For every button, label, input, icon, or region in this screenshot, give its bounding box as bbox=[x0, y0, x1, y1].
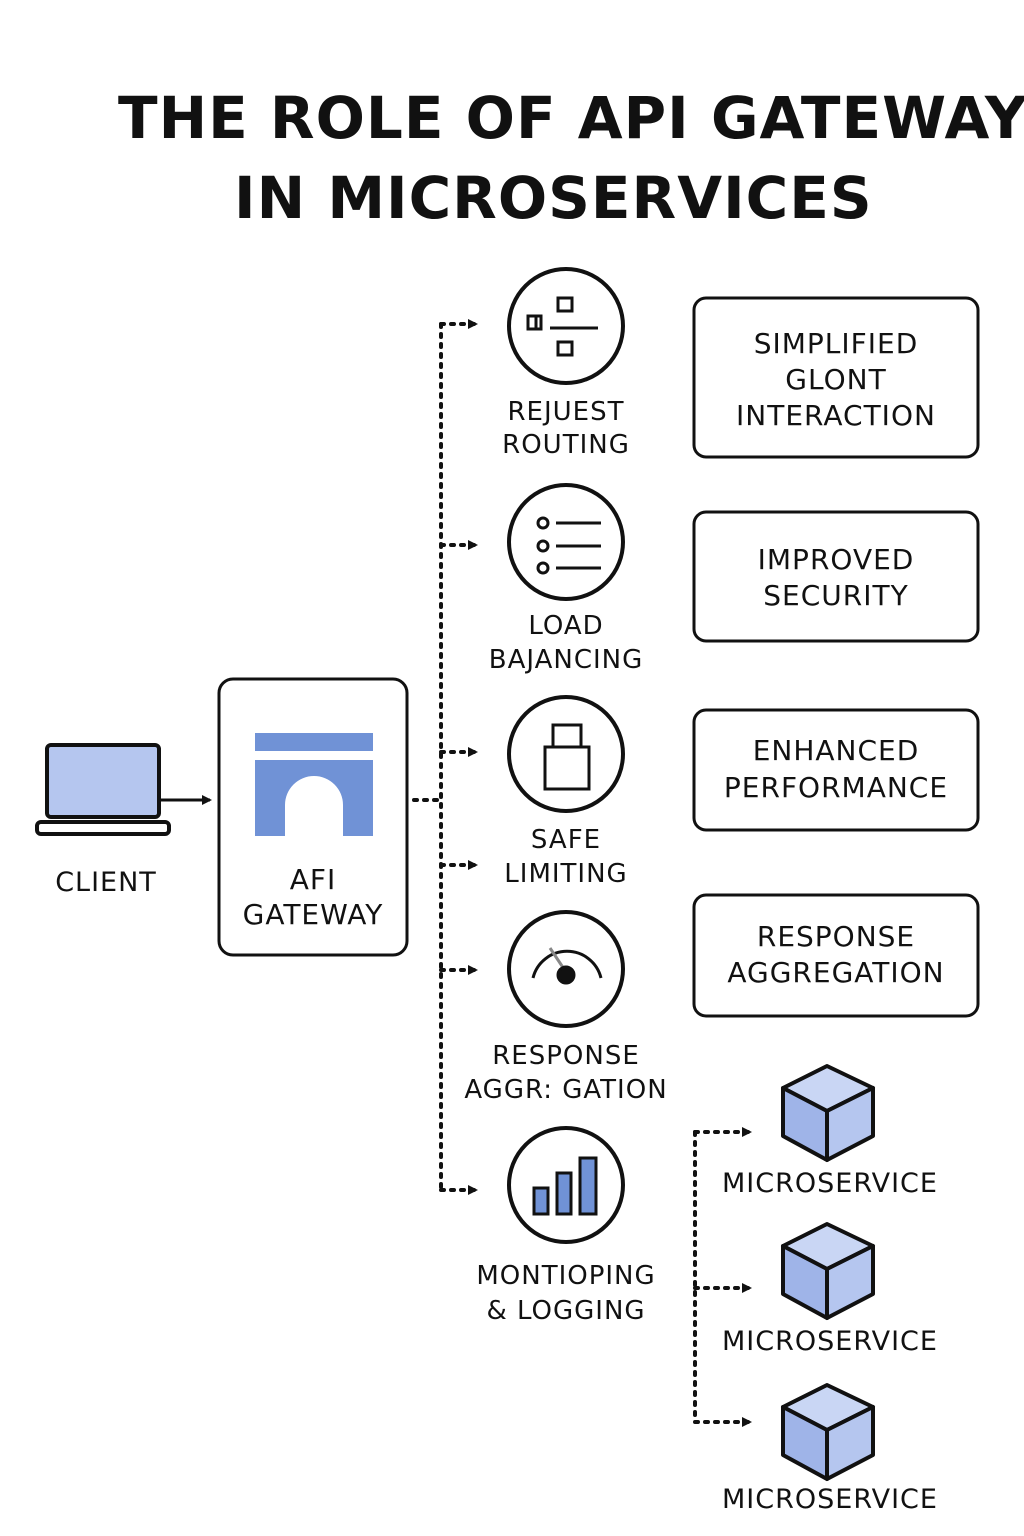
function-label-load-line-1: LOAD bbox=[528, 611, 604, 641]
bar-chart-icon bbox=[532, 1156, 598, 1216]
function-label-load-line-2: BAJANCING bbox=[488, 645, 644, 675]
benefit-1-line-1: SIMPLIFIED bbox=[753, 327, 919, 360]
gateway-connectors bbox=[412, 322, 443, 1192]
function-label-limit-line-2: LIMITING bbox=[504, 859, 628, 889]
benefit-3-line-1: ENHANCED bbox=[752, 734, 920, 767]
function-arrows bbox=[439, 319, 478, 1195]
arch-icon bbox=[255, 733, 373, 836]
microservice-label-2: MICROSERVICE bbox=[722, 1326, 938, 1357]
laptop-icon bbox=[35, 743, 171, 836]
cube-icon bbox=[781, 1064, 875, 1162]
benefit-4-line-1: RESPONSE bbox=[756, 920, 916, 953]
gauge-icon bbox=[531, 947, 603, 985]
function-label-aggregation-line-1: RESPONSE bbox=[492, 1041, 640, 1071]
benefit-1-line-2: GLONT bbox=[785, 363, 887, 396]
page-title-line-2: IN MICROSERVICES bbox=[234, 164, 873, 232]
benefit-3-line-2: PERFORMANCE bbox=[723, 771, 949, 804]
lock-icon bbox=[543, 723, 591, 791]
function-label-monitoring-line-1: MONTIOPING bbox=[476, 1261, 656, 1291]
function-label-monitoring-line-2: & LOGGING bbox=[486, 1296, 646, 1326]
gateway-label-line-1: AFI bbox=[289, 863, 337, 896]
gateway-label-line-2: GATEWAY bbox=[242, 898, 384, 931]
benefit-2-line-2: SECURITY bbox=[763, 579, 909, 612]
function-label-aggregation-line-2: AGGR: GATION bbox=[464, 1075, 668, 1105]
benefit-1-line-3: INTERACTION bbox=[736, 399, 936, 432]
cube-icon bbox=[781, 1222, 875, 1320]
function-label-routing-line-2: ROUTING bbox=[502, 430, 630, 460]
list-icon bbox=[536, 516, 601, 575]
benefit-boxes bbox=[692, 296, 980, 1018]
microservice-label-3: MICROSERVICE bbox=[722, 1484, 938, 1515]
cube-icon bbox=[781, 1383, 875, 1481]
microservice-label-1: MICROSERVICE bbox=[722, 1168, 938, 1199]
page-title-line-1: THE ROLE OF API GATEWAYS bbox=[118, 84, 1024, 152]
benefit-4-line-2: AGGREGATION bbox=[727, 956, 945, 989]
routing-icon bbox=[526, 296, 598, 357]
function-label-limit-line-1: SAFE bbox=[530, 825, 602, 855]
microservice-connectors bbox=[693, 1127, 752, 1427]
function-label-routing-line-1: REJUEST bbox=[507, 397, 625, 427]
benefit-2-line-1: IMPROVED bbox=[757, 543, 915, 576]
client-label: CLIENT bbox=[55, 867, 157, 898]
